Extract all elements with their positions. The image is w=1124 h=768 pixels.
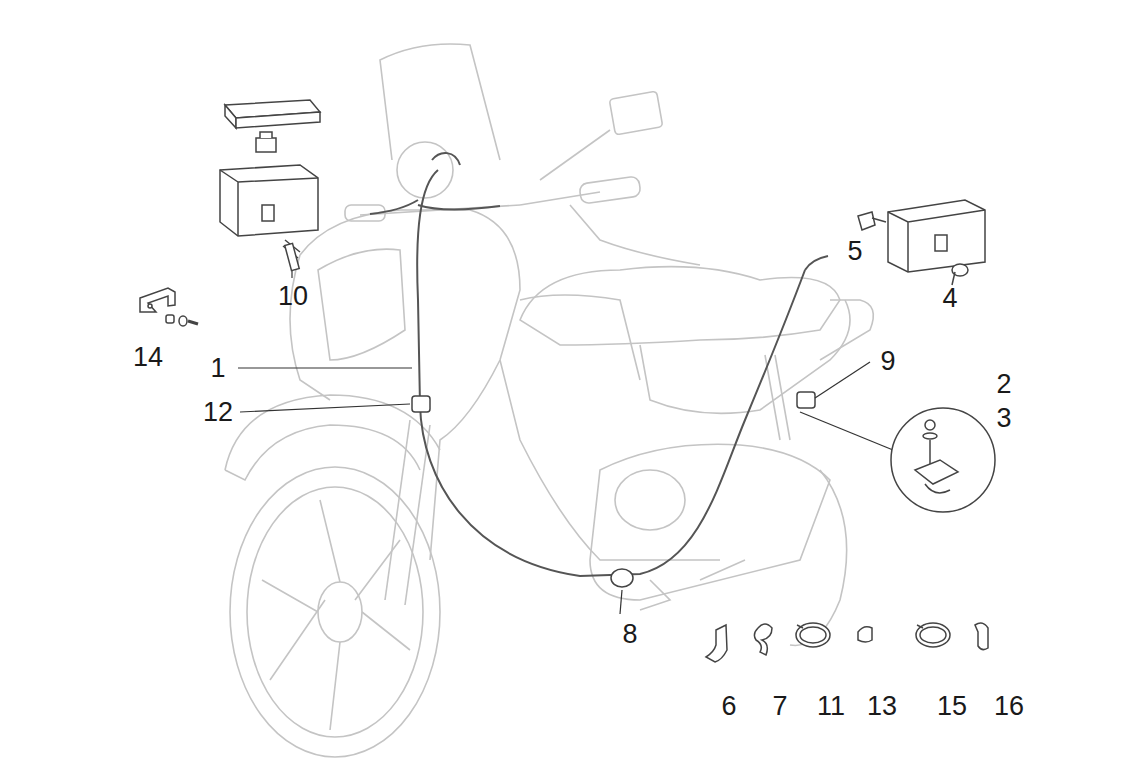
leader-lines [238,258,893,614]
callout-number: 2 [994,370,1013,399]
callout-number: 5 [845,237,864,266]
scooter-outline [225,44,873,757]
small-clamps [706,623,988,662]
callout-number: 16 [992,692,1026,721]
callout-number: 14 [131,343,165,372]
callout-number: 11 [815,692,847,721]
callout-number: 15 [935,692,969,721]
callout-number: 8 [620,620,639,649]
callout-number: 6 [719,692,738,721]
callout-number: 3 [994,404,1013,433]
detail-inset [891,408,995,512]
callout-number: 13 [865,692,899,721]
callout-number: 9 [878,347,897,376]
fuse-box-parts [220,100,320,271]
callout-number: 1 [208,354,227,383]
callout-number: 4 [940,284,959,313]
callout-number: 7 [770,692,789,721]
wiring-harness [370,153,828,576]
callout-number: 10 [276,282,310,311]
harness-clips [412,392,815,587]
callout-number: 12 [201,398,235,427]
bracket-part [140,288,198,326]
relay-box-parts [858,200,985,285]
